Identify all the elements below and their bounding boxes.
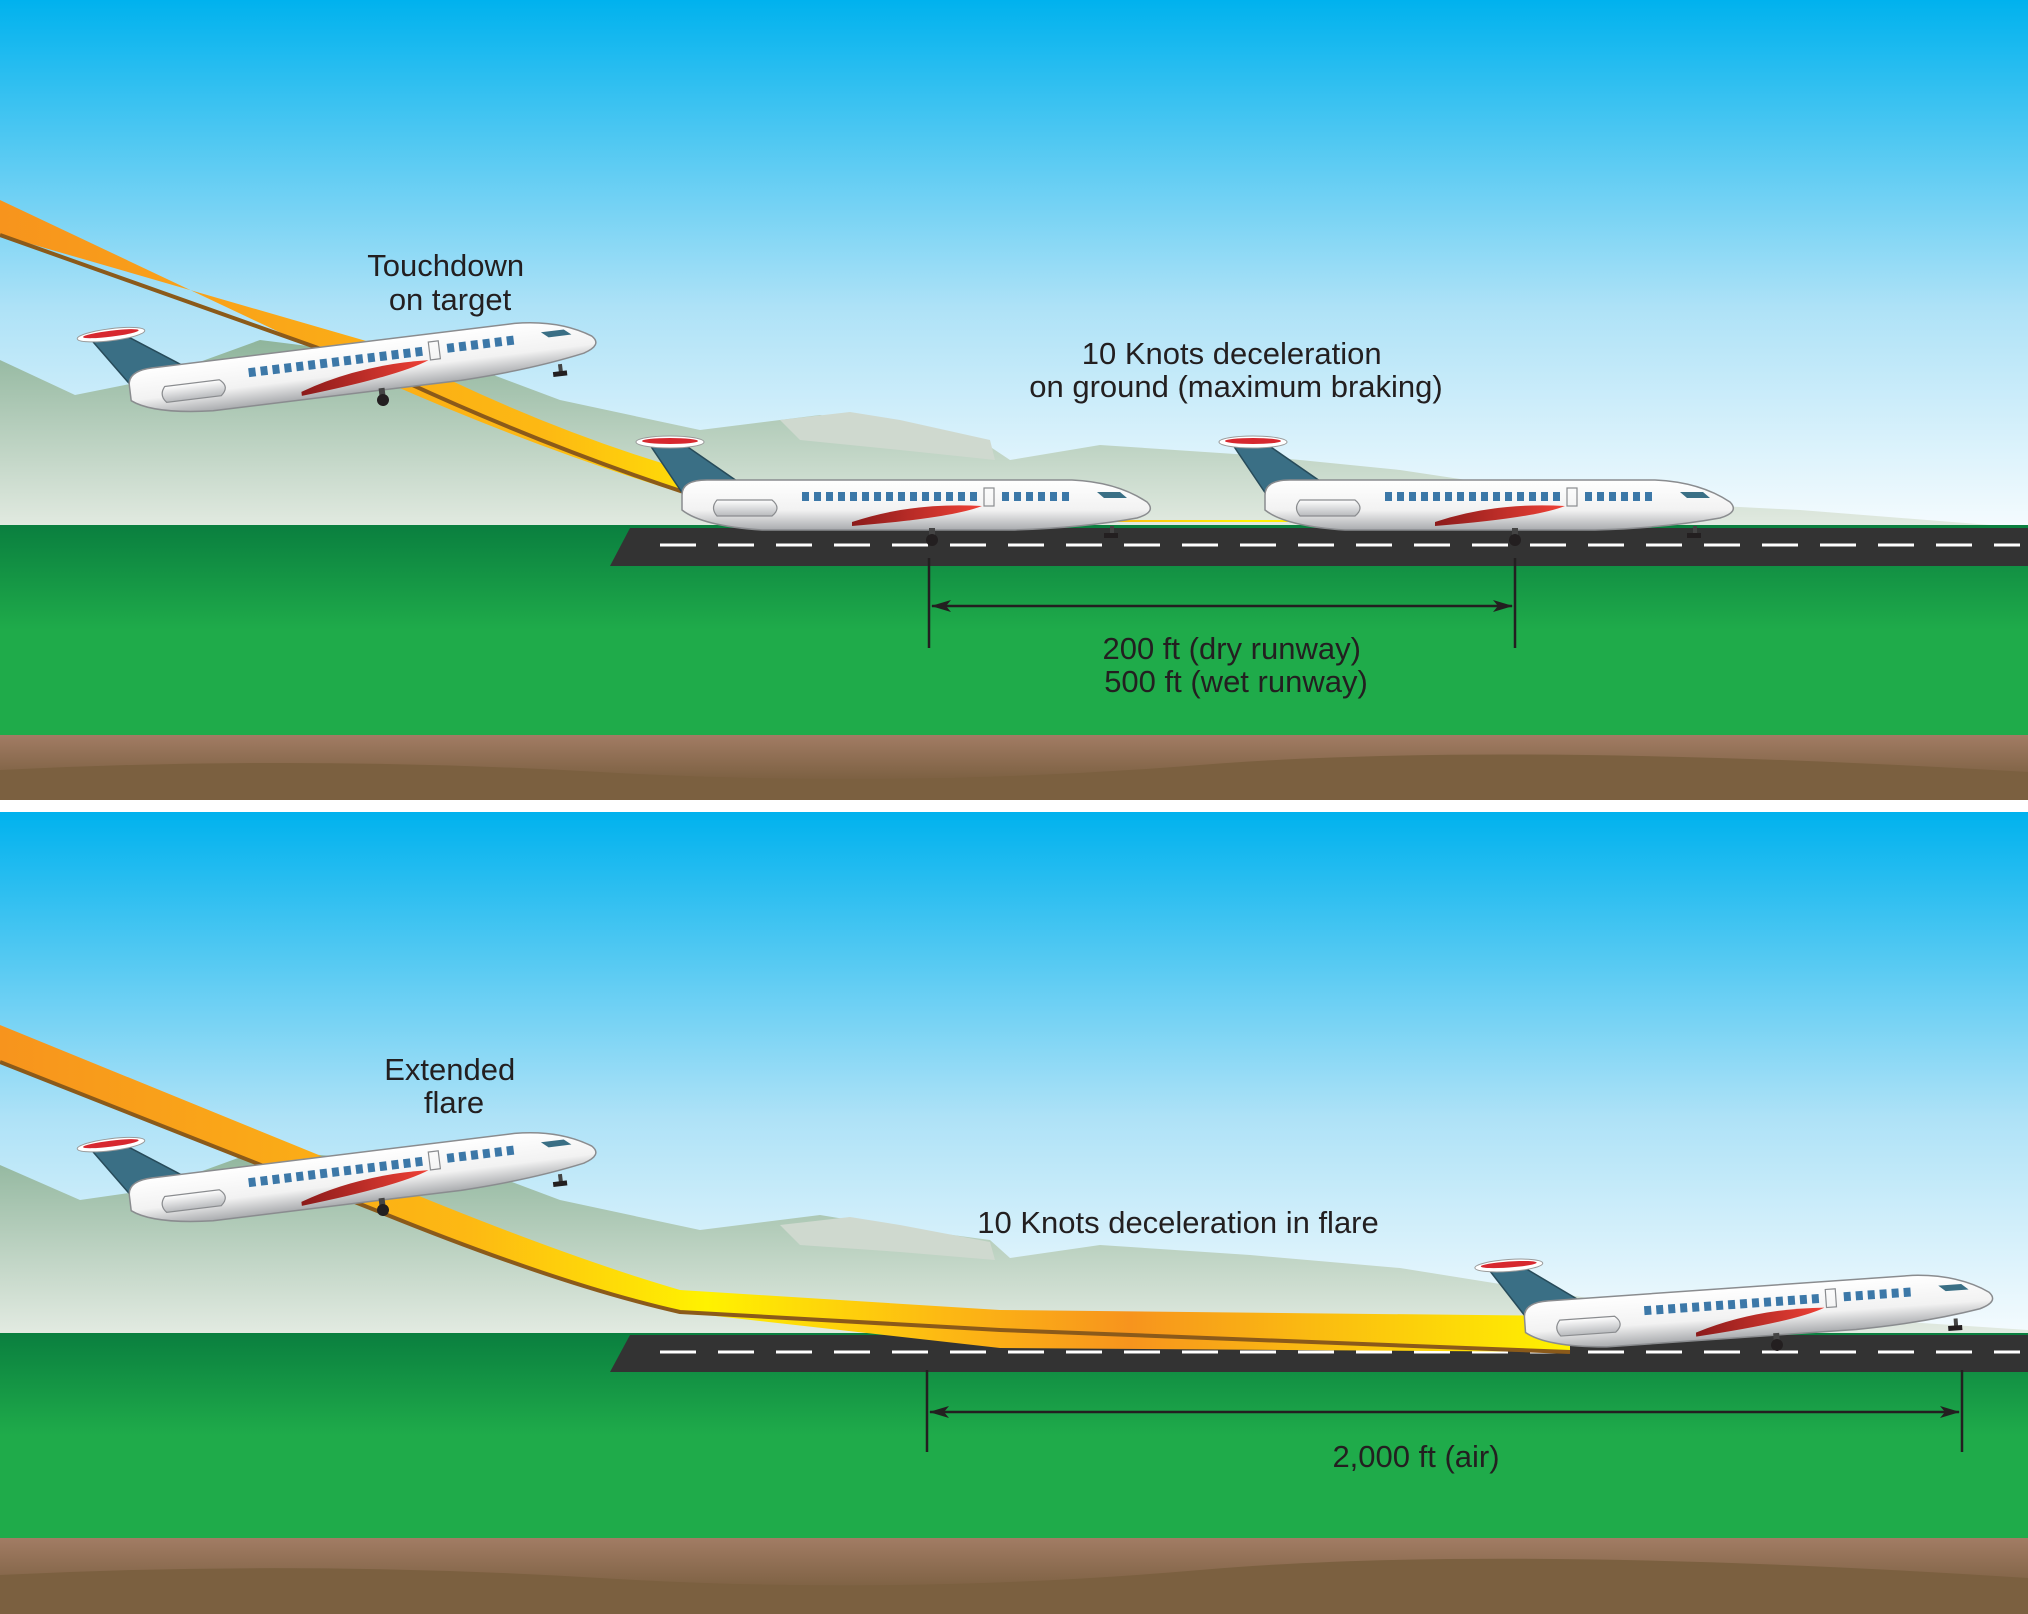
- touchdown-label-line1: Touchdown: [367, 248, 524, 283]
- air-distance-label: 2,000 ft (air): [1332, 1439, 1499, 1474]
- svg-text:Touchdown on target: Touchdown on target: [367, 248, 532, 317]
- dimension-arrow-icon: [925, 1370, 1964, 1452]
- top-panel: Touchdown on target 10 Knots deceleratio…: [0, 0, 2028, 800]
- soil-wave: [0, 754, 2028, 800]
- ground-decel-label-line1: 10 Knots deceleration: [1082, 336, 1382, 371]
- flight-path: [0, 1025, 1570, 1352]
- ground-decel-label-line2: on ground (maximum braking): [1029, 369, 1443, 404]
- distant-ridge: [780, 412, 995, 460]
- flare-decel-label: 10 Knots deceleration in flare: [977, 1205, 1379, 1240]
- ground-distance-label-line2: 500 ft (wet runway): [1104, 664, 1368, 699]
- flare-label-line1: Extended: [384, 1052, 515, 1087]
- distant-ridge: [780, 1217, 995, 1260]
- flare-label-line2: flare: [424, 1085, 484, 1120]
- dimension-arrow-icon: [927, 558, 1517, 648]
- touchdown-label-line2: on target: [389, 282, 512, 317]
- bottom-panel: Extended flare 10 Knots deceleration in …: [0, 812, 2028, 1614]
- svg-text:200 ft (dry runway) 500: 200 ft (dry runway) 500 ft (wet runway): [1102, 631, 1369, 699]
- hills: [0, 340, 2028, 530]
- soil-wave: [0, 1558, 2028, 1614]
- runway: [610, 528, 2028, 566]
- flight-path-edge: [0, 1060, 1571, 1354]
- ground-distance-label-line1: 200 ft (dry runway): [1102, 631, 1360, 666]
- svg-text:10 Knots deceleration on: 10 Knots deceleration on ground (maximum…: [1029, 336, 1443, 404]
- svg-text:Extended flare: Extended flare: [384, 1052, 524, 1120]
- panel-divider: [0, 800, 2028, 812]
